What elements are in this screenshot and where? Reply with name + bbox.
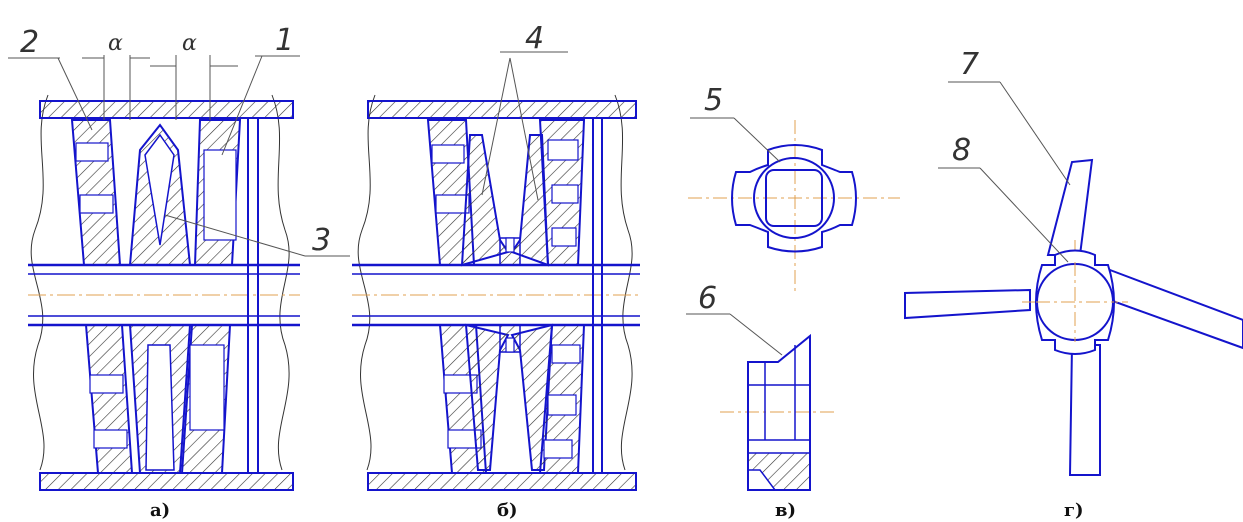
break-line-left <box>30 94 49 471</box>
blade-left <box>904 288 1031 320</box>
blade-right <box>1109 268 1243 350</box>
blade-bottom <box>1068 344 1101 476</box>
caption-a: а) <box>150 500 170 521</box>
angle-label-1: α <box>108 31 123 56</box>
casing-bottom <box>39 472 294 491</box>
stator-left-top <box>70 119 122 266</box>
caption-b: б) <box>497 500 518 521</box>
caption-g: г) <box>1064 500 1084 521</box>
label-part-1: 1 <box>275 23 294 58</box>
label-part-2: 2 <box>20 25 39 60</box>
label-part-6: 6 <box>698 281 717 316</box>
stator-left-bottom <box>84 324 134 474</box>
view-g: 7 8 г) <box>904 47 1243 521</box>
caption-v: в) <box>775 500 796 521</box>
view-a: α α 2 1 3 а) <box>8 23 350 521</box>
angle-label-2: α <box>182 31 197 56</box>
bushing-with-lugs <box>731 144 857 253</box>
casing-top <box>39 100 294 119</box>
break-line-right-b <box>614 94 633 471</box>
break-line-left-b <box>357 94 376 471</box>
break-line-right <box>271 94 290 471</box>
view-v: 5 6 в) <box>686 83 900 521</box>
label-part-7: 7 <box>960 47 979 82</box>
label-part-3: 3 <box>312 223 331 258</box>
label-part-4: 4 <box>525 21 544 56</box>
label-part-8: 8 <box>952 133 971 168</box>
blade-top <box>1046 158 1094 256</box>
view-b: 4 б) <box>352 21 640 521</box>
label-part-5: 5 <box>704 83 723 118</box>
